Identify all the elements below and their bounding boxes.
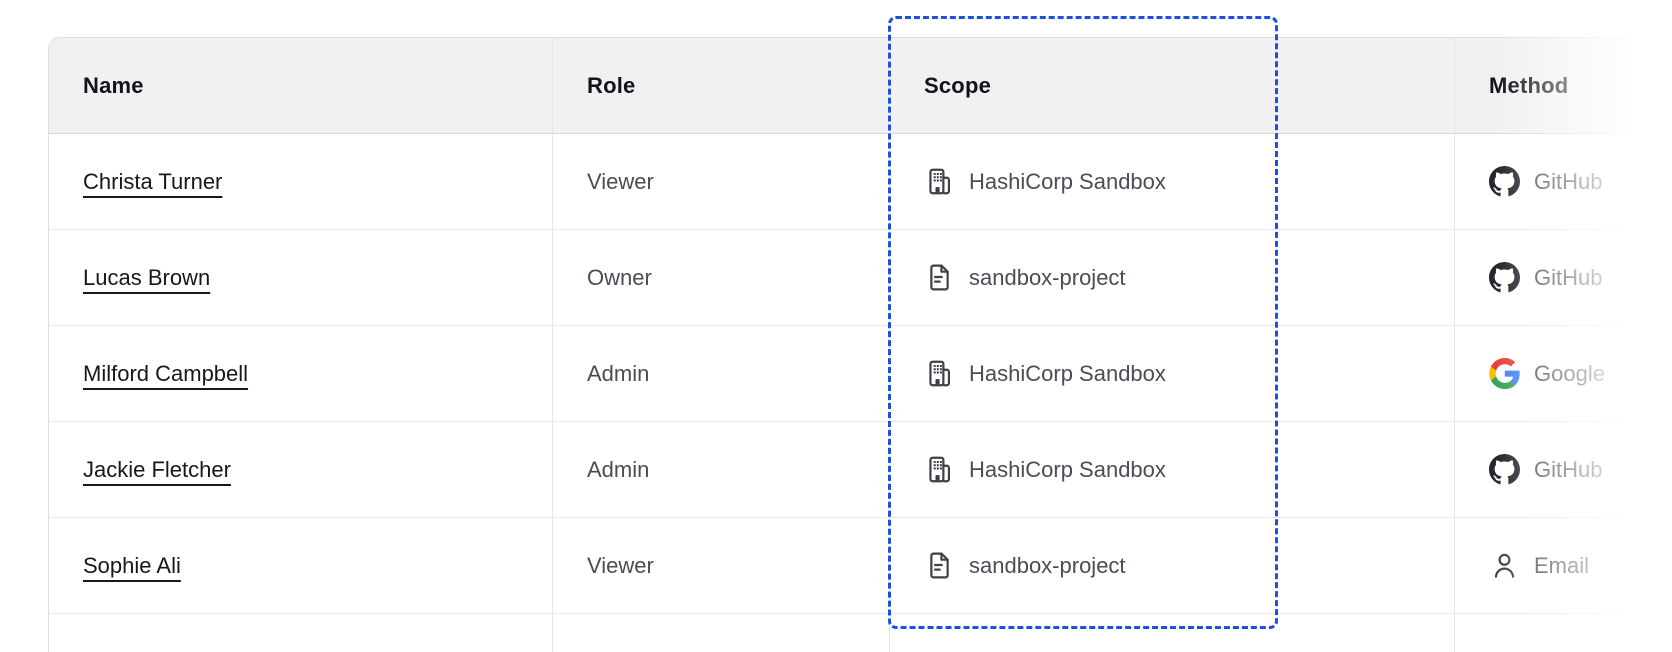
method-cell: GitHub: [1455, 422, 1672, 517]
column-header-method-label: Method: [1489, 72, 1569, 98]
method-value: GitHub: [1534, 168, 1603, 194]
scope-value: sandbox-project: [969, 264, 1126, 290]
table-row: Milford Campbell Admin HashiCorp Sandbox…: [49, 326, 1672, 422]
member-name-link[interactable]: Milford Campbell: [83, 360, 249, 386]
scope-value: HashiCorp Sandbox: [969, 456, 1166, 482]
google-icon: [1489, 358, 1520, 389]
name-cell: [49, 614, 553, 652]
member-name-link[interactable]: Christa Turner: [83, 168, 223, 194]
org-icon: [924, 454, 955, 485]
name-cell: Milford Campbell: [49, 326, 553, 421]
table-row: Christa Turner Viewer HashiCorp Sandbox …: [49, 134, 1672, 230]
method-value: Email: [1534, 552, 1590, 578]
column-header-name: Name: [49, 38, 553, 133]
role-cell: [553, 614, 890, 652]
method-cell: Google: [1455, 326, 1672, 421]
role-value: Admin: [587, 456, 650, 482]
github-icon: [1489, 166, 1520, 197]
column-header-name-label: Name: [83, 72, 144, 98]
role-cell: Viewer: [553, 134, 890, 229]
scope-cell: HashiCorp Sandbox: [890, 422, 1455, 517]
role-value: Viewer: [587, 168, 654, 194]
user-icon: [1489, 550, 1520, 581]
member-name-link[interactable]: Lucas Brown: [83, 264, 211, 290]
role-cell: Viewer: [553, 518, 890, 613]
method-cell: [1455, 614, 1672, 652]
name-cell: Sophie Ali: [49, 518, 553, 613]
name-cell: Lucas Brown: [49, 230, 553, 325]
column-header-scope-label: Scope: [924, 72, 992, 98]
method-cell: GitHub: [1455, 230, 1672, 325]
method-cell: Email: [1455, 518, 1672, 613]
org-icon: [924, 358, 955, 389]
method-value: GitHub: [1534, 456, 1603, 482]
role-value: Viewer: [587, 552, 654, 578]
file-text-icon: [924, 550, 955, 581]
column-header-scope: Scope: [890, 38, 1455, 133]
name-cell: Jackie Fletcher: [49, 422, 553, 517]
column-header-role-label: Role: [587, 72, 636, 98]
github-icon: [1489, 454, 1520, 485]
table-row: Sophie Ali Viewer sandbox-project Email: [49, 518, 1672, 614]
table-row: Lucas Brown Owner sandbox-project GitHub: [49, 230, 1672, 326]
member-name-link[interactable]: Jackie Fletcher: [83, 456, 231, 482]
table-header-row: Name Role Scope Method: [49, 38, 1672, 134]
role-cell: Admin: [553, 326, 890, 421]
org-icon: [924, 166, 955, 197]
github-icon: [1489, 262, 1520, 293]
column-header-role: Role: [553, 38, 890, 133]
column-header-method: Method: [1455, 38, 1672, 133]
table-row: Jackie Fletcher Admin HashiCorp Sandbox …: [49, 422, 1672, 518]
scope-cell: HashiCorp Sandbox: [890, 134, 1455, 229]
file-text-icon: [924, 262, 955, 293]
role-cell: Admin: [553, 422, 890, 517]
role-cell: Owner: [553, 230, 890, 325]
member-name-link[interactable]: Sophie Ali: [83, 552, 181, 578]
role-value: Owner: [587, 264, 652, 290]
name-cell: Christa Turner: [49, 134, 553, 229]
method-cell: GitHub: [1455, 134, 1672, 229]
method-value: Google: [1534, 360, 1605, 386]
method-value: GitHub: [1534, 264, 1603, 290]
scope-cell: sandbox-project: [890, 230, 1455, 325]
scope-cell: sandbox-project: [890, 518, 1455, 613]
scope-value: HashiCorp Sandbox: [969, 168, 1166, 194]
members-table: Name Role Scope Method Christa Turner Vi…: [48, 37, 1672, 652]
role-value: Admin: [587, 360, 650, 386]
scope-value: HashiCorp Sandbox: [969, 360, 1166, 386]
scope-cell: [890, 614, 1455, 652]
table-row-partial: [49, 614, 1672, 652]
scope-value: sandbox-project: [969, 552, 1126, 578]
scope-cell: HashiCorp Sandbox: [890, 326, 1455, 421]
